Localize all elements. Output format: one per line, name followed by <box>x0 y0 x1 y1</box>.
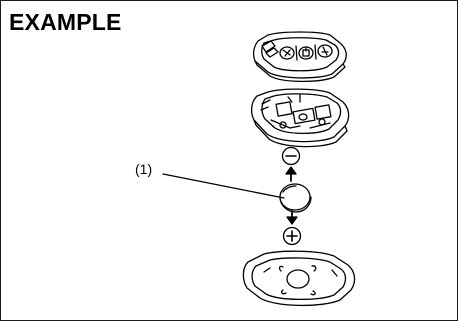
figure-heading: EXAMPLE <box>9 9 122 35</box>
fob-inner-case <box>250 88 350 148</box>
callout-label-1: (1) <box>135 161 153 177</box>
callout-leader-line <box>162 173 285 199</box>
fob-front-cover <box>252 31 347 83</box>
coin-battery <box>279 183 312 213</box>
arrow-up-icon <box>285 166 297 182</box>
fob-back-cover <box>242 250 356 307</box>
plus-symbol <box>282 226 302 246</box>
minus-symbol <box>281 146 301 166</box>
arrow-down-icon <box>286 210 298 225</box>
